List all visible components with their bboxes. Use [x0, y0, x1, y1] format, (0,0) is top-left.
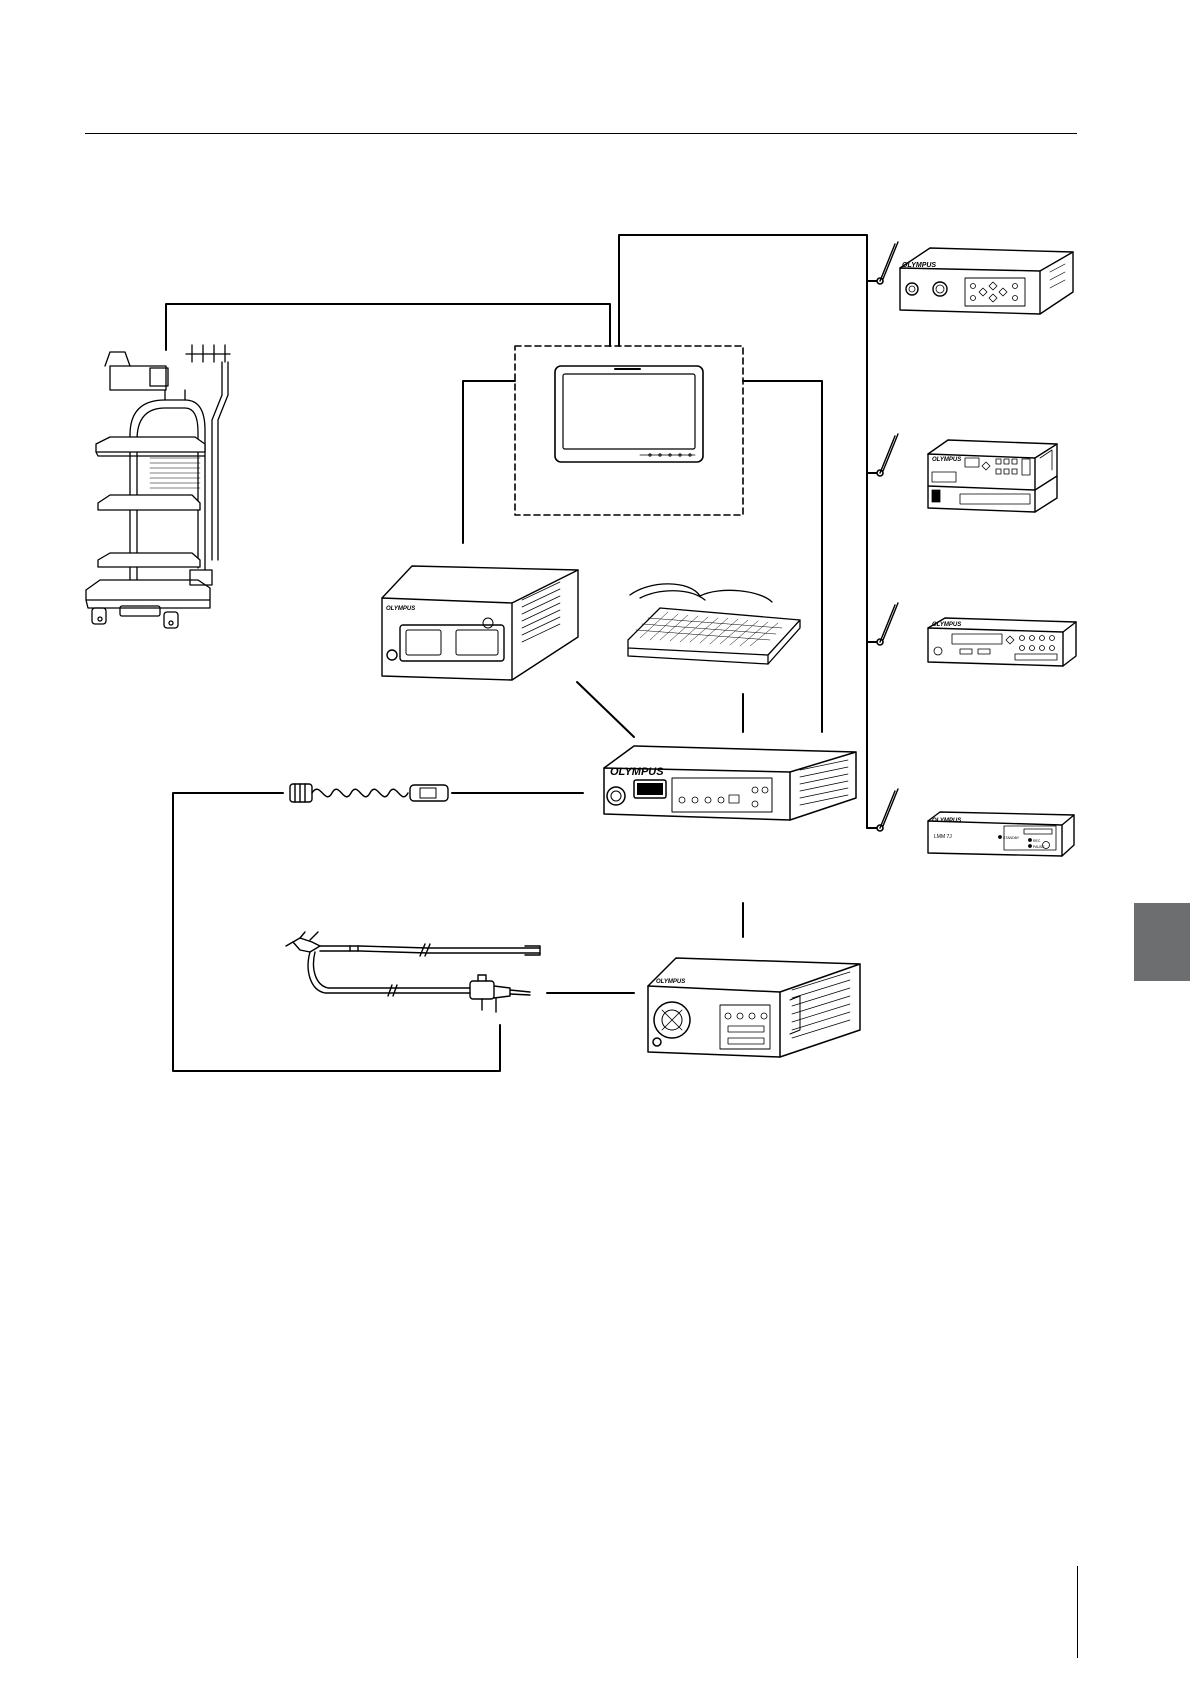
printer-icon: OLYMPUS: [928, 440, 1057, 512]
device4-tag-b: REC: [1033, 839, 1041, 843]
suction-pump-icon: OLYMPUS: [648, 958, 860, 1057]
device4-brand: OLYMPUS: [932, 818, 961, 824]
video-cable-icon: [290, 784, 448, 802]
line-cart-monitor: [166, 304, 610, 350]
line-monitor-processor: [743, 381, 822, 732]
line-monitor-bus: [619, 235, 867, 828]
endoscope-cart-icon: [86, 345, 230, 628]
monitor-unit: [515, 346, 743, 515]
endoscope-icon: [286, 932, 540, 1012]
processor-brand: OLYMPUS: [610, 766, 664, 778]
cable-ends: [880, 242, 898, 828]
recorder-icon: OLYMPUS: [928, 618, 1076, 666]
optional-box: [515, 346, 743, 515]
bus-connectors: [877, 278, 883, 831]
device4-tag-a: STANDBY: [1003, 836, 1020, 840]
line-monitor-lightsource: [463, 381, 515, 543]
device2-brand: OLYMPUS: [932, 457, 961, 463]
pump-brand: OLYMPUS: [656, 979, 685, 985]
line-cable-scope: [173, 793, 500, 1071]
device1-brand: OLYMPUS: [902, 262, 936, 269]
media-recorder-icon: OLYMPUS LMM 7J STANDBY REC PAUSE: [928, 812, 1074, 856]
light-source-brand: OLYMPUS: [386, 606, 415, 612]
light-source-icon: OLYMPUS: [382, 566, 578, 680]
keyboard-icon: [628, 584, 800, 664]
device4-model: LMM 7J: [934, 834, 952, 840]
camera-control-unit-icon: OLYMPUS: [900, 248, 1073, 314]
video-processor-icon: OLYMPUS: [604, 746, 856, 820]
line-lightsource-processor: [577, 682, 634, 737]
device3-brand: OLYMPUS: [932, 622, 961, 628]
connection-lines: [166, 235, 880, 1071]
device4-tag-c: PAUSE: [1033, 845, 1045, 849]
lcd-monitor-icon: [555, 366, 703, 462]
